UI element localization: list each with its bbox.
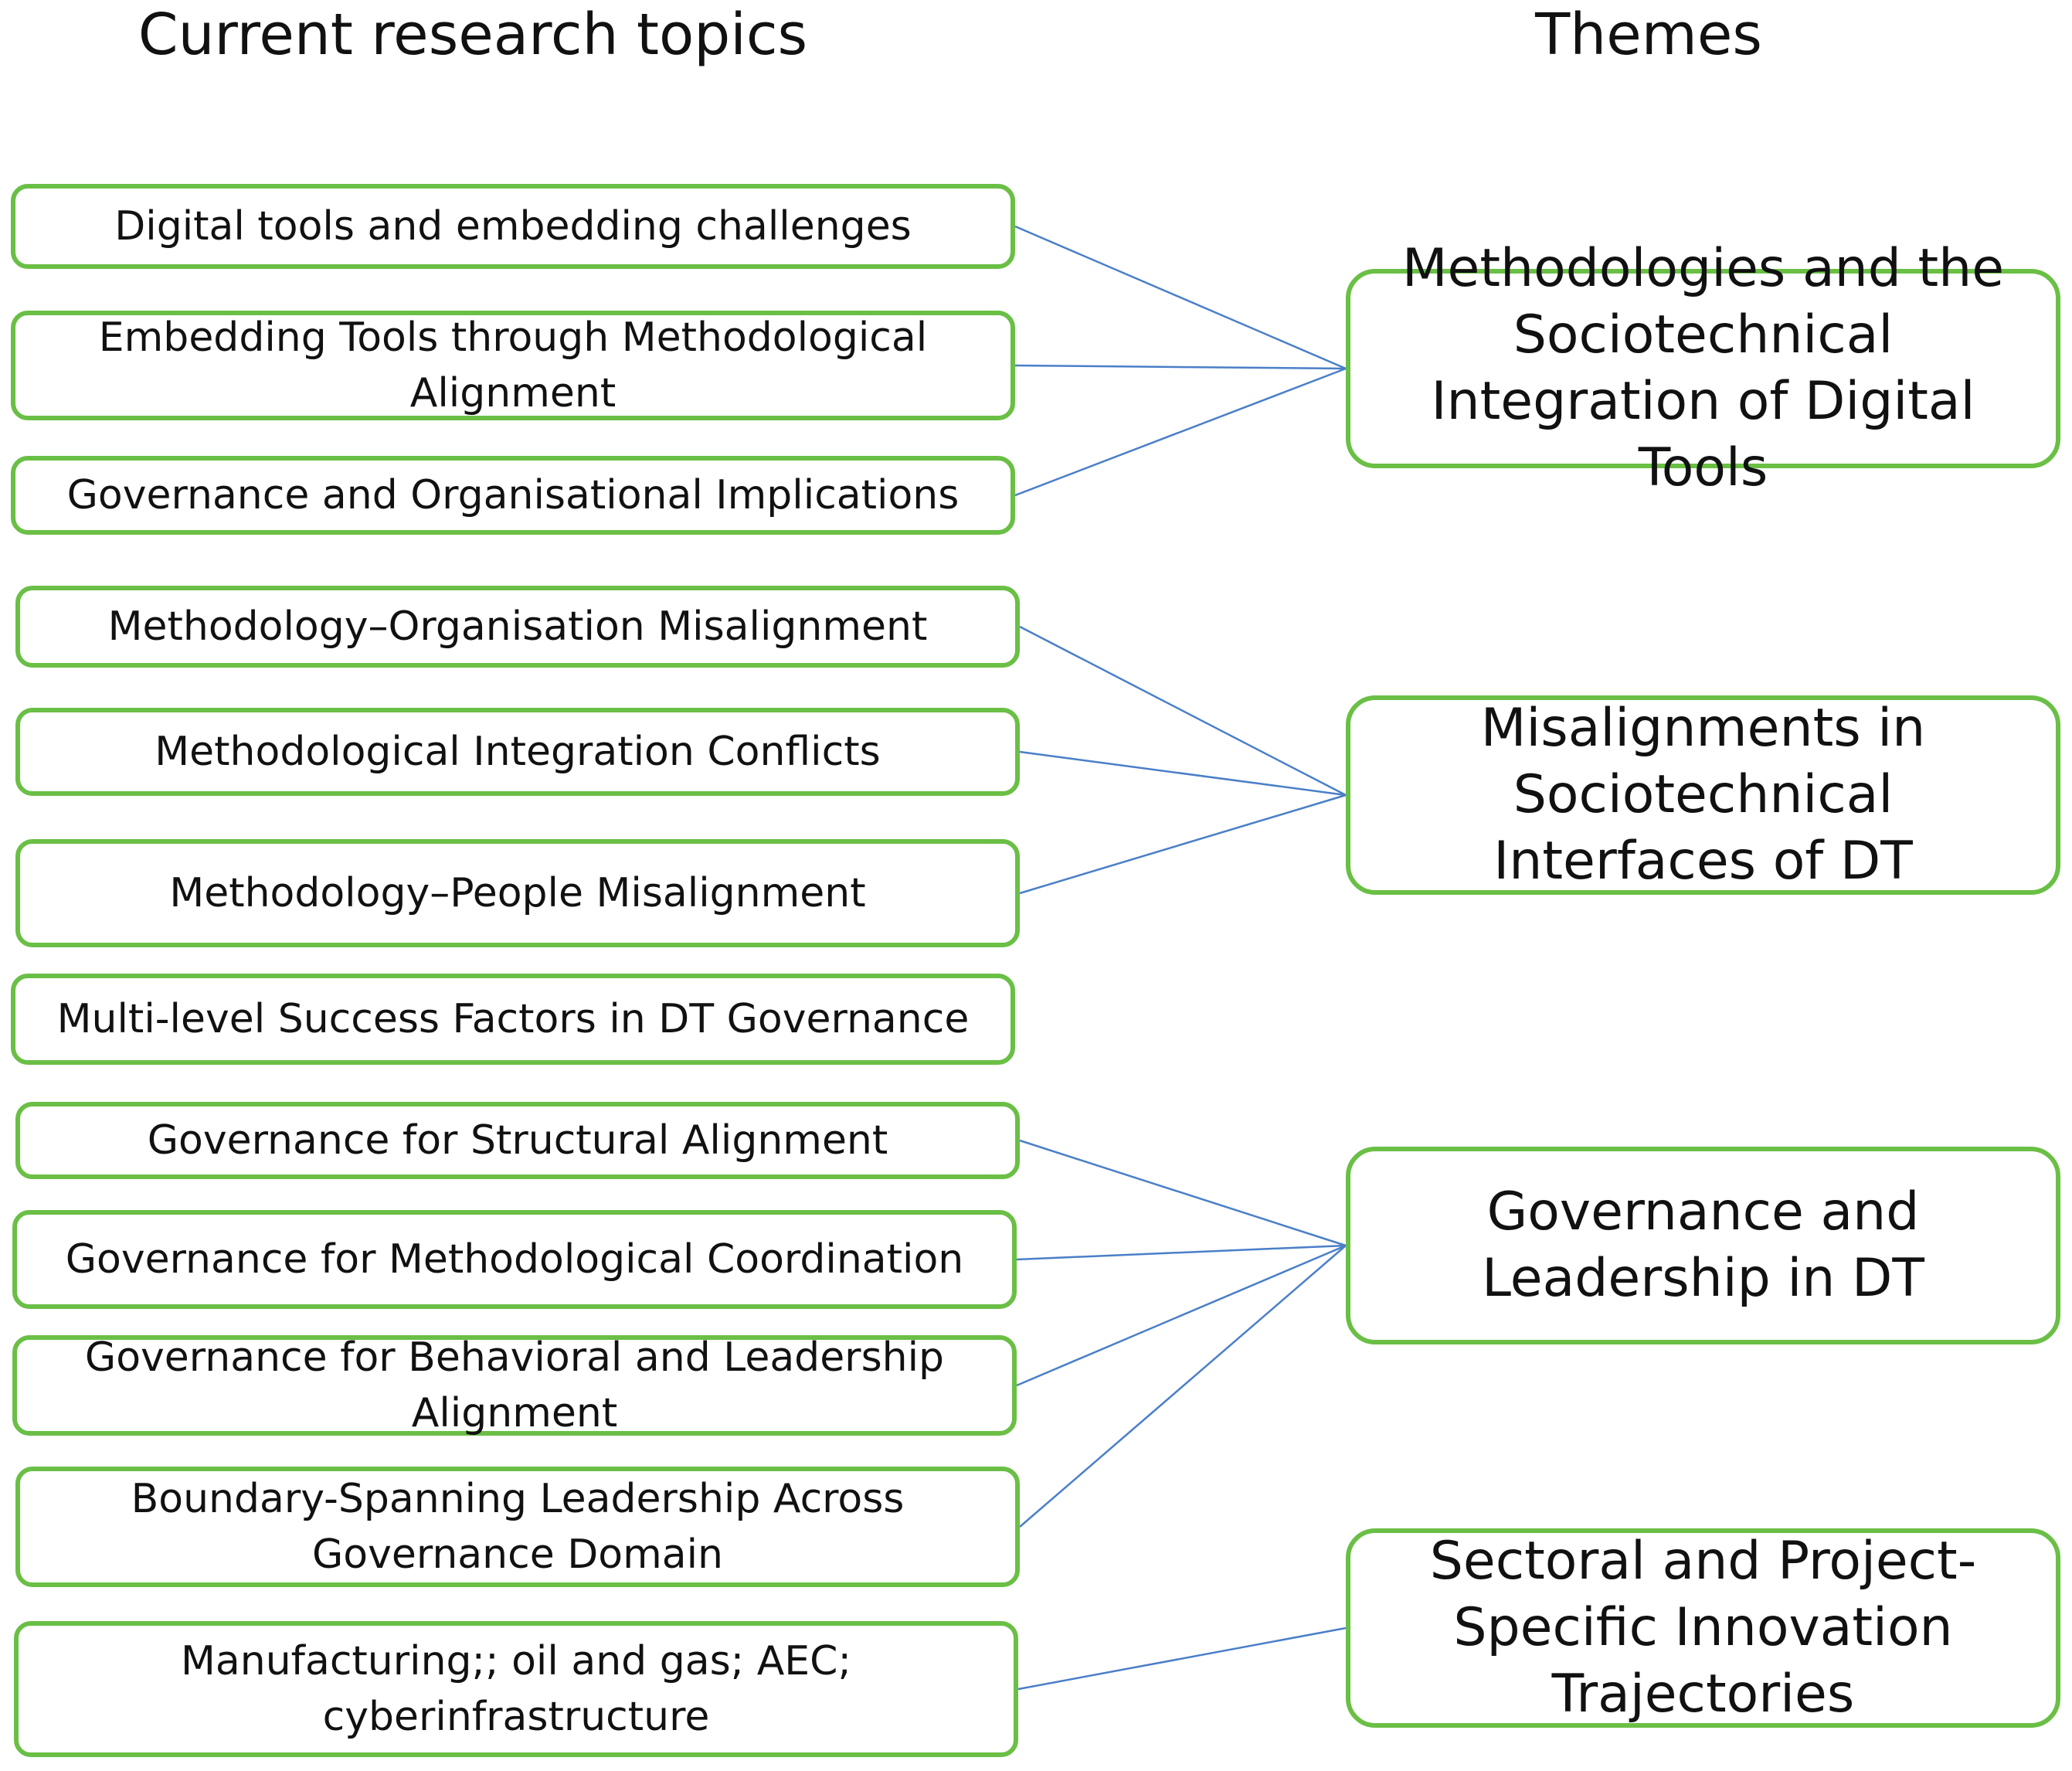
topic-box-3: Governance and Organisational Implicatio… [11,456,1015,535]
themes-heading: Themes [1535,2,1762,68]
topic-box-10: Governance for Behavioral and Leadership… [12,1334,1017,1436]
connector-line-4 [1019,625,1347,797]
topic-box-4: Methodology–Organisation Misalignment [15,586,1020,668]
topic-box-12: Manufacturing;; oil and gas; AEC; cyberi… [14,1621,1018,1757]
connector-line-10 [1019,1245,1347,1528]
connector-line-3 [1014,367,1347,497]
topics-heading: Current research topics [138,2,808,68]
theme-box-2: Misalignments in Sociotechnical Interfac… [1346,695,2060,895]
topic-box-8: Governance for Structural Alignment [15,1102,1020,1179]
topic-box-1: Digital tools and embedding challenges [11,184,1015,269]
connector-line-11 [1017,1627,1347,1691]
topic-box-6: Methodology–People Misalignment [15,839,1020,947]
connector-line-8 [1016,1244,1347,1261]
topic-box-5: Methodological Integration Conflicts [15,708,1020,796]
topic-box-11: Boundary-Spanning Leadership Across Gove… [15,1467,1020,1587]
connector-line-1 [1014,225,1347,370]
theme-box-4: Sectoral and Project-Specific Innovation… [1346,1528,2060,1728]
topic-box-7: Multi-level Success Factors in DT Govern… [11,974,1015,1065]
connector-line-7 [1019,1139,1347,1247]
connector-line-5 [1019,750,1347,797]
connector-line-6 [1019,794,1347,895]
topic-box-9: Governance for Methodological Coordinati… [12,1210,1017,1309]
connector-line-2 [1014,364,1347,370]
theme-box-3: Governance and Leadership in DT [1346,1147,2060,1344]
topic-box-2: Embedding Tools through Methodological A… [11,311,1015,420]
theme-box-1: Methodologies and the Sociotechnical Int… [1346,238,2060,498]
connector-line-9 [1016,1244,1347,1387]
